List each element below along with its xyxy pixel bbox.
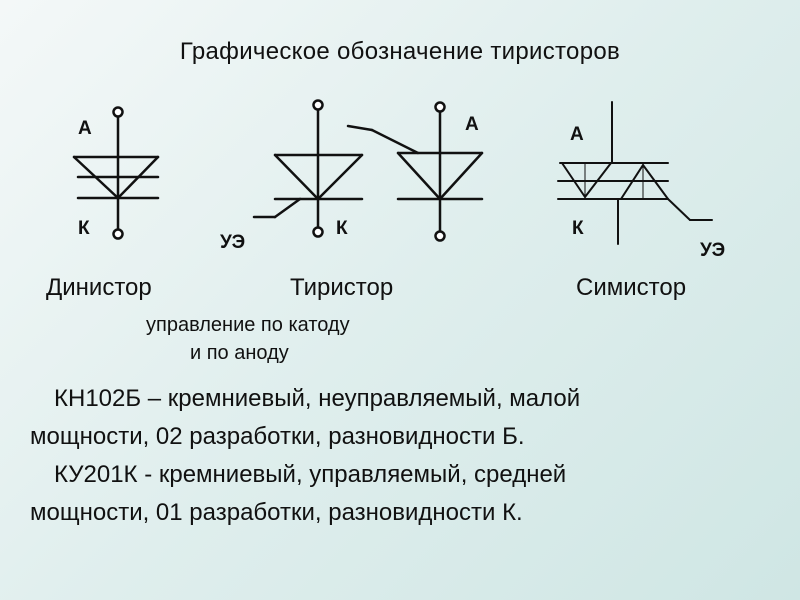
thyristor1-anode-terminal <box>312 99 324 111</box>
dinistor-cathode-label: К <box>78 218 90 239</box>
para2-line1: КУ201К - кремниевый, управляемый, средне… <box>54 461 567 488</box>
simistor-gate-diagonal <box>667 198 691 221</box>
simistor-symbol <box>557 101 713 245</box>
thyristor1-triangle-right <box>316 153 364 201</box>
caption-thyristor: Тиристор <box>290 274 394 301</box>
thyristor1-gate-diagonal <box>273 197 302 219</box>
thyristor2-anode-label: А <box>465 114 479 135</box>
thyristor1-control-label: УЭ <box>220 232 245 253</box>
simistor-tri2-left <box>620 164 644 200</box>
simistor-tri2-right <box>642 164 669 200</box>
simistor-tri1-right <box>584 162 612 198</box>
dinistor-symbol <box>72 106 160 240</box>
thyristor2-anode-terminal <box>434 101 446 113</box>
para2-line2: мощности, 01 разработки, разновидности К… <box>30 499 523 526</box>
simistor-cathode-label: К <box>572 218 584 239</box>
simistor-control-label: УЭ <box>700 240 725 261</box>
subcaption-line-1: управление по катоду <box>146 314 350 336</box>
caption-dinistor: Динистор <box>46 274 152 301</box>
simistor-anode-label: А <box>570 124 584 145</box>
thyristor2-gate-diagonal <box>370 128 420 155</box>
thyristor1-cathode-label: К <box>336 218 348 239</box>
thyristor2-triangle-left <box>396 151 442 201</box>
thyristor2-triangle-right <box>438 151 484 201</box>
page-title: Графическое обозначение тиристоров <box>179 38 621 65</box>
thyristor-cathode-control-symbol <box>252 99 364 238</box>
thyristor1-cathode-terminal <box>312 226 324 238</box>
thyristor2-gate-lead <box>346 124 374 132</box>
thyristor2-cathode-terminal <box>434 230 446 242</box>
dinistor-anode-label: А <box>78 118 92 139</box>
description-paragraph: КН102Б – кремниевый, неуправляемый, мало… <box>30 380 790 532</box>
dinistor-anode-terminal <box>112 106 124 118</box>
thyristor-anode-control-symbol <box>346 101 484 242</box>
dinistor-cathode-terminal <box>112 228 124 240</box>
thyristor1-triangle-left <box>273 153 320 201</box>
caption-simistor: Симистор <box>576 274 687 301</box>
para1-line2: мощности, 02 разработки, разновидности Б… <box>30 423 525 450</box>
para1-line1: КН102Б – кремниевый, неуправляемый, мало… <box>54 385 581 412</box>
simistor-tri1-left <box>561 162 586 198</box>
subcaption-line-2: и по аноду <box>190 342 289 364</box>
